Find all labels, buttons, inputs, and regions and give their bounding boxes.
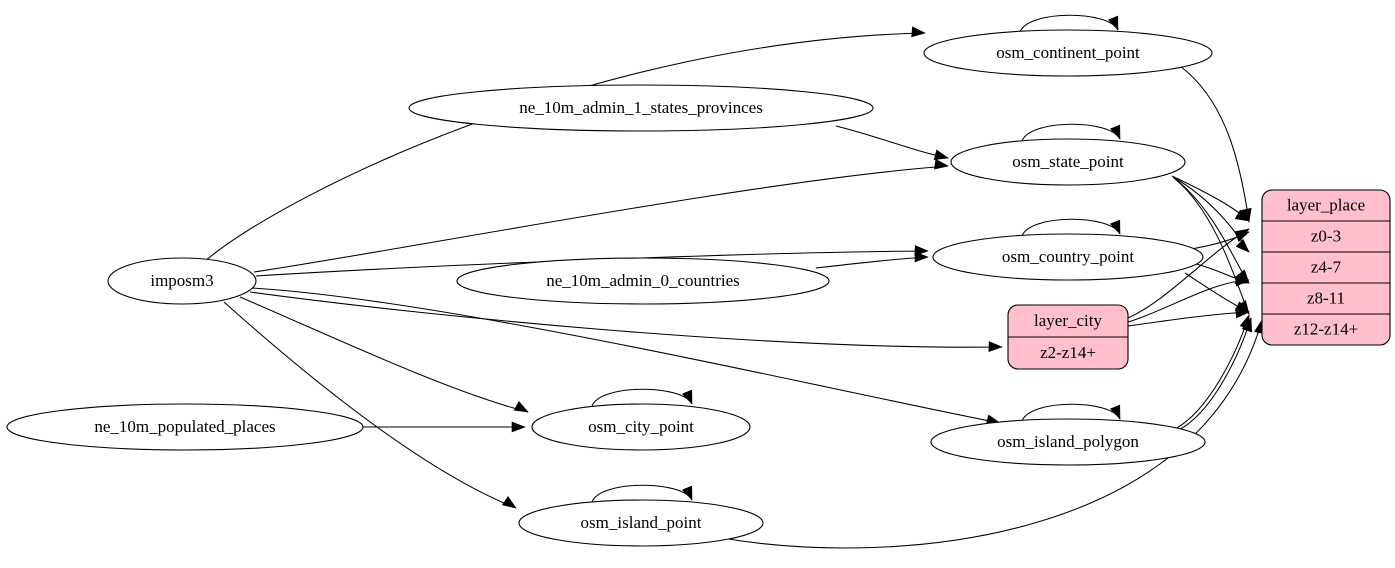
edge-imposm3-to-osm_city_point	[239, 296, 529, 413]
node-shape-osm_city_point	[531, 403, 751, 451]
arrowhead-icon	[1107, 15, 1119, 31]
edge-layer_city-to-layer_place	[1127, 279, 1250, 323]
arrowhead-icon	[513, 400, 529, 413]
arrowhead-group	[1109, 219, 1121, 235]
arrowhead-icon	[1109, 404, 1121, 420]
arrowhead-group	[1234, 209, 1250, 222]
record-background-layer_place	[1261, 189, 1391, 346]
arrowhead-group	[1235, 275, 1250, 287]
arrowhead-group	[1235, 238, 1250, 253]
node-shape-ne_countries	[456, 257, 830, 305]
edge-imposm3-to-osm_island_point	[223, 301, 517, 509]
arrowhead-group	[1235, 307, 1250, 319]
arrowhead-icon	[911, 26, 926, 38]
edge-imposm3-to-osm_state_point	[253, 165, 949, 273]
node-shape-osm_continent_point	[923, 29, 1213, 77]
arrowhead-group	[1234, 228, 1250, 241]
self-loop-osm_continent_point	[1019, 14, 1119, 33]
node-osm_country_point[interactable]: osm_country_point	[932, 233, 1204, 281]
arrowhead-icon	[501, 496, 517, 509]
node-ne_countries[interactable]: ne_10m_admin_0_countries	[456, 257, 830, 305]
arrowhead-icon	[1234, 209, 1250, 222]
arrowhead-group	[681, 389, 693, 405]
arrowhead-icon	[1234, 228, 1250, 241]
node-shape-osm_island_polygon	[930, 418, 1206, 466]
node-ne_places[interactable]: ne_10m_populated_places	[6, 403, 364, 451]
self-loop-osm_city_point	[591, 388, 693, 407]
arrowhead-group	[1109, 404, 1121, 420]
arrowhead-group	[1107, 15, 1119, 31]
arrowhead-group	[911, 26, 926, 38]
self-loops-layer	[591, 14, 1121, 503]
node-ne_states[interactable]: ne_10m_admin_1_states_provinces	[408, 84, 874, 132]
arrowhead-group	[934, 158, 949, 170]
edge-layer_city-to-layer_place	[1127, 228, 1250, 319]
arrowhead-icon	[681, 389, 693, 405]
arrowhead-icon	[1109, 124, 1121, 140]
arrowhead-group	[1109, 124, 1121, 140]
edge-imposm3-to-osm_continent_point	[204, 32, 926, 262]
edge-osm_island_point-to-layer_place	[721, 319, 1263, 549]
arrowheads-layer	[501, 15, 1265, 509]
arrowhead-icon	[1241, 317, 1253, 333]
arrowhead-icon	[933, 149, 949, 161]
node-imposm3[interactable]: imposm3	[107, 257, 257, 305]
edge-osm_continent_point-to-layer_place	[1179, 65, 1250, 223]
arrowhead-group	[1241, 317, 1253, 333]
arrowhead-icon	[511, 421, 526, 433]
self-loop-osm_island_point	[591, 484, 693, 503]
node-shape-ne_states	[408, 84, 874, 132]
node-osm_city_point[interactable]: osm_city_point	[531, 403, 751, 451]
node-shape-ne_places	[6, 403, 364, 451]
arrowhead-icon	[1109, 219, 1121, 235]
arrowhead-icon	[1235, 238, 1250, 253]
arrowhead-group	[988, 341, 1003, 352]
arrowhead-group	[511, 421, 526, 433]
edge-ne_countries-to-osm_country_point	[815, 256, 929, 269]
self-loop-osm_state_point	[1021, 123, 1121, 142]
node-osm_island_point[interactable]: osm_island_point	[518, 499, 764, 547]
edge-layer_city-to-layer_place	[1127, 311, 1250, 327]
edge-osm_island_polygon-to-layer_place	[1174, 314, 1250, 430]
edge-imposm3-to-osm_island_polygon	[251, 287, 1001, 424]
node-shape-osm_island_point	[518, 499, 764, 547]
arrowhead-icon	[681, 485, 693, 501]
edge-imposm3-to-layer_city	[249, 291, 1003, 348]
nodes-layer: imposm3 ne_10m_admin_1_states_provincesne…	[6, 29, 1213, 547]
node-osm_island_polygon[interactable]: osm_island_polygon	[930, 418, 1206, 466]
arrowhead-group	[513, 400, 529, 413]
arrowhead-icon	[1235, 275, 1250, 287]
node-shape-osm_country_point	[932, 233, 1204, 281]
node-shape-imposm3	[107, 257, 257, 305]
arrowhead-icon	[1235, 307, 1250, 319]
arrowhead-icon	[988, 341, 1003, 352]
arrowhead-icon	[914, 251, 929, 263]
arrowhead-group	[501, 496, 517, 509]
node-shape-osm_state_point	[950, 138, 1186, 186]
arrowhead-group	[681, 485, 693, 501]
self-loop-osm_country_point	[1021, 218, 1121, 237]
arrowhead-group	[933, 149, 949, 161]
arrowhead-icon	[934, 158, 949, 170]
node-osm_state_point[interactable]: osm_state_point	[950, 138, 1186, 186]
edge-ne_states-to-osm_state_point	[835, 125, 949, 159]
arrowhead-group	[914, 251, 929, 263]
self-loop-osm_island_polygon	[1021, 403, 1121, 422]
edge-osm_state_point-to-layer_place	[1171, 175, 1250, 222]
node-osm_continent_point[interactable]: osm_continent_point	[923, 29, 1213, 77]
